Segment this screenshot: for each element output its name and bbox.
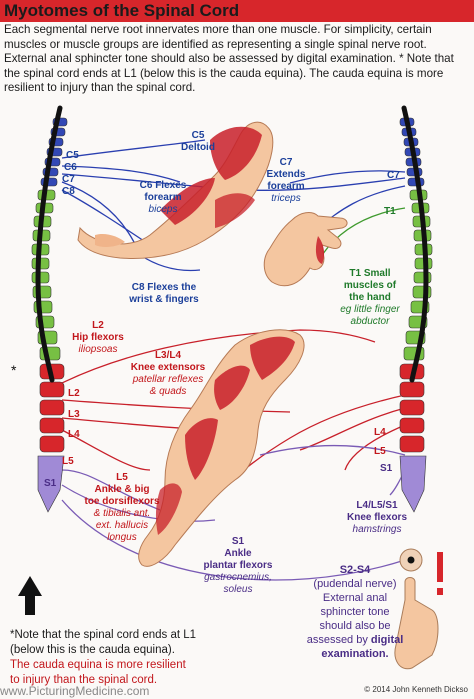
tag-l4-right: L4 [374,427,386,438]
nerve-s1-line [61,469,161,511]
nerve-l5-line [61,429,151,471]
tag-c7-right: C7 [387,170,400,181]
tag-l5: L5 [62,456,74,467]
tag-l2: L2 [68,388,80,399]
nerve-c6-line [61,165,181,183]
leg-illustration [138,329,305,567]
tag-s1-right: S1 [380,463,393,474]
label-c8: C8 Flexes the wrist & fingers [129,282,199,305]
nerve-c5-line [61,139,206,159]
label-s2s4: S2-S4 (pudendal nerve) External anal sph… [306,564,404,660]
footnote-line2: (below this is the cauda equina). [10,644,175,656]
label-l3l4: L3/L4 Knee extensors patellar reflexes &… [130,350,206,397]
intro-paragraph: Each segmental nerve root innervates mor… [4,23,454,95]
nerve-l2-line [61,329,376,384]
label-c6: C6 Flexes forearm biceps [139,180,187,215]
tag-c7: C7 [62,174,75,185]
tag-l5-right: L5 [374,446,386,457]
right-spinal-cord [401,105,429,383]
arrow-up-icon [18,576,42,615]
copyright-text: © 2014 John Kenneth Dickso [364,685,468,694]
tag-c6: C6 [64,162,77,173]
tag-c5: C5 [66,150,79,161]
label-t1: T1 Small muscles of the hand eg little f… [340,268,400,327]
exclamation-icon [437,552,443,595]
asterisk-marker: * [11,362,17,378]
label-l5: L5 Ankle & big toe dorsiflexors & tibial… [84,472,160,543]
label-l2: L2 Hip flexors iliopsoas [72,320,124,355]
digital-exam-illustration [394,548,439,670]
tag-t1-right: T1 [384,206,396,217]
label-l4l5s1: L4/L5/S1 Knee flexors hamstrings [346,500,408,535]
title-bar: Myotomes of the Spinal Cord [0,0,474,22]
hand-illustration [263,212,348,287]
label-s1: S1 Ankle plantar flexors gastrocnemius, … [203,536,273,595]
footnote: *Note that the spinal cord ends at L1 (b… [10,628,250,688]
page-title: Myotomes of the Spinal Cord [4,1,240,20]
arm-illustration [77,121,274,259]
tag-l3: L3 [68,409,80,420]
footnote-line4: to injury than the spinal cord. [10,674,158,686]
source-url: www.PicturingMedicine.com [0,684,150,698]
tag-c8: C8 [62,186,75,197]
tag-l4: L4 [68,429,80,440]
left-spinal-cord [35,105,63,383]
label-c7: C7 Extends forearm triceps [266,157,306,204]
footnote-line1: Note that the spinal cord ends at L1 [14,629,197,641]
nerve-t1-line [319,207,406,259]
footnote-line3: The cauda equina is more resilient [10,659,186,671]
tag-s1: S1 [44,478,57,489]
label-c5-deltoid: C5 Deltoid [181,130,215,153]
footnote-star: * [10,629,15,641]
